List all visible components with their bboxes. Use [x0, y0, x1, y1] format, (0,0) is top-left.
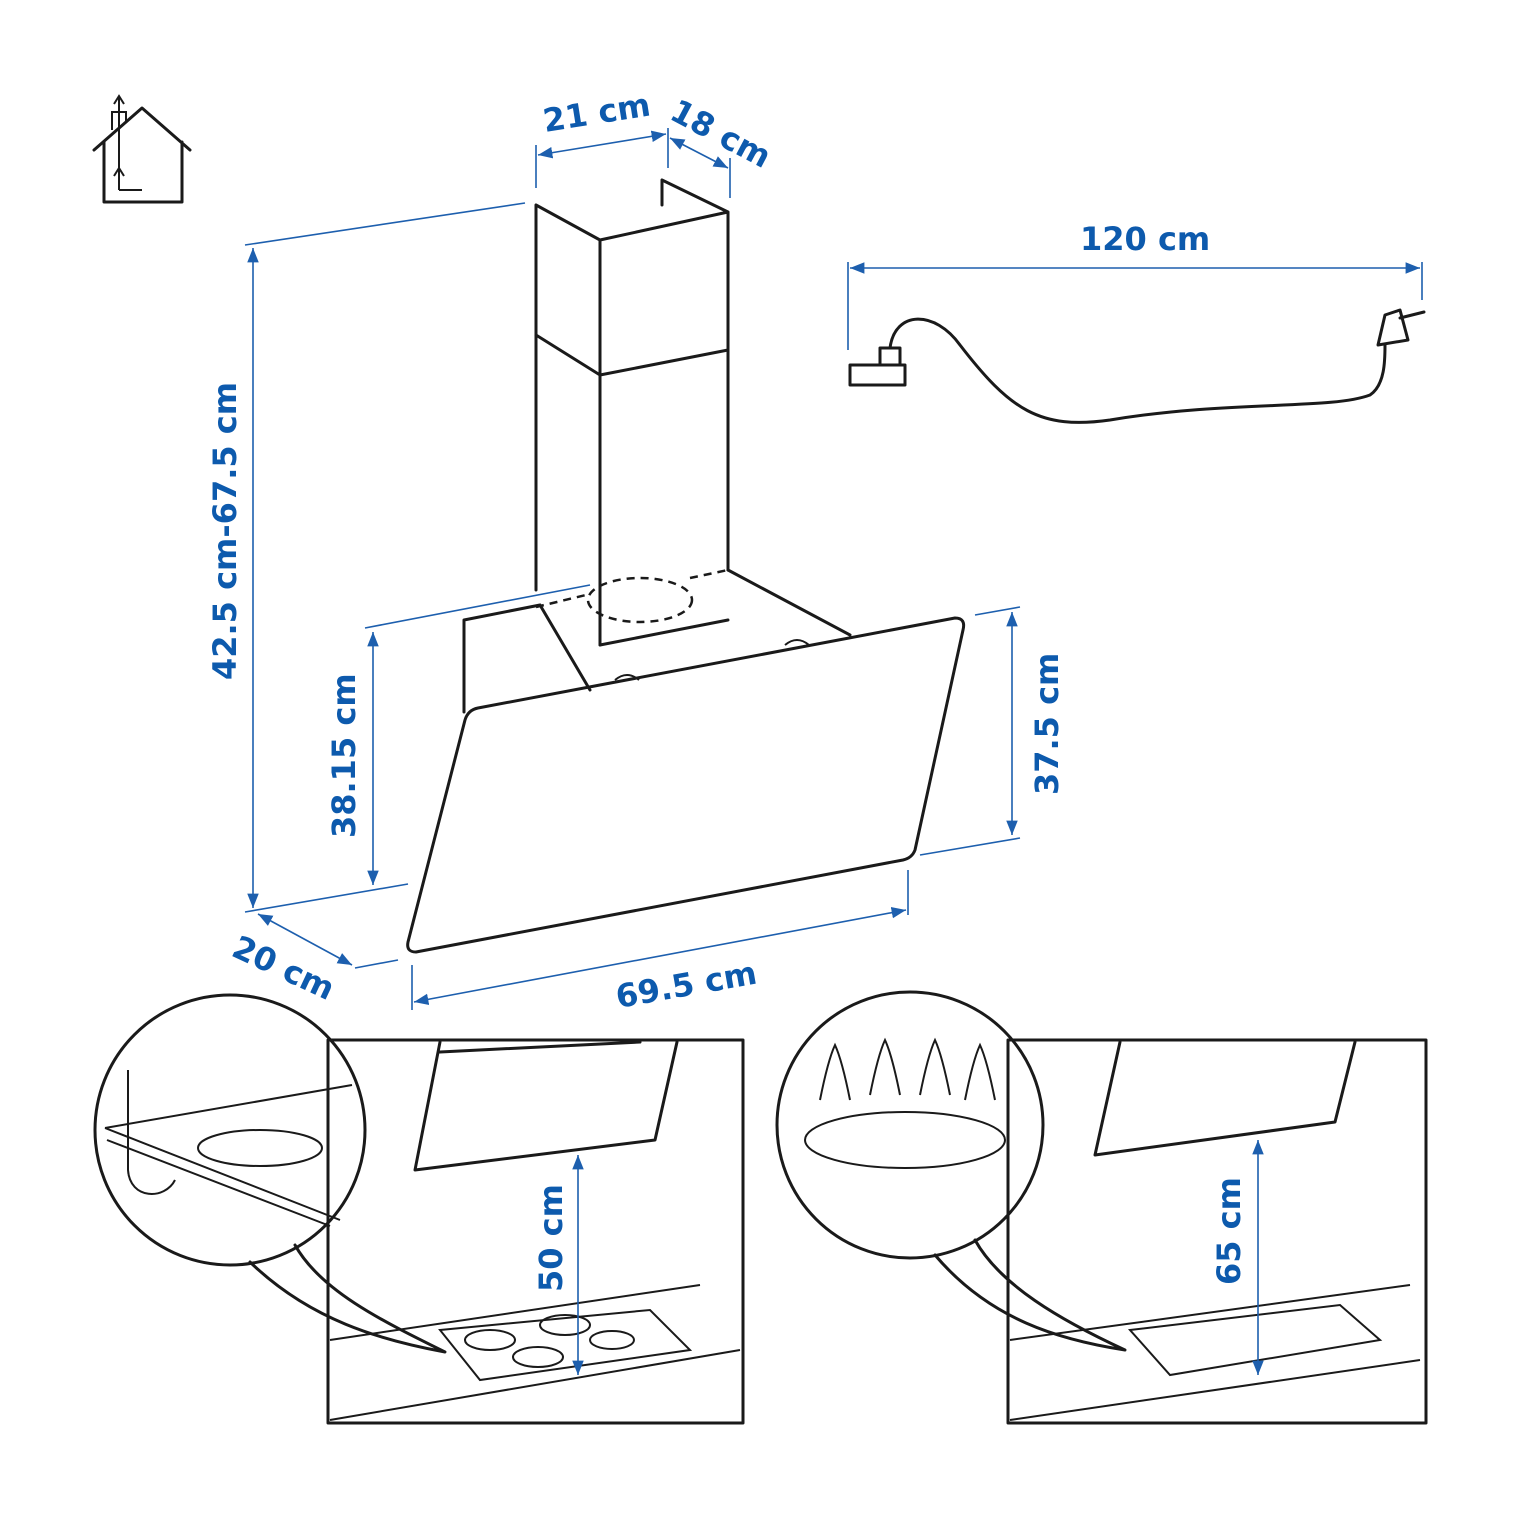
min-height-gas-label: 65 cm — [1210, 1177, 1248, 1285]
body-height-left-label: 38.15 cm — [325, 673, 363, 838]
body-height-right-label: 37.5 cm — [1028, 653, 1066, 795]
house-chimney-vent-icon — [92, 94, 192, 204]
gas-hob-panel: 65 cm — [775, 990, 1428, 1425]
width-label: 69.5 cm — [613, 954, 760, 1016]
chimney — [534, 178, 730, 647]
electric-hob-panel: 50 cm — [93, 993, 745, 1425]
min-height-electric-label: 50 cm — [532, 1184, 570, 1292]
chimney-width-label: 21 cm — [540, 85, 653, 139]
chimney-depth-label: 18 cm — [664, 92, 777, 176]
total-height-label: 42.5 cm-67.5 cm — [206, 382, 244, 680]
dimension-lines — [244, 128, 1423, 1010]
power-cable — [848, 308, 1426, 424]
cable-length-label: 120 cm — [1080, 220, 1210, 258]
hood-body — [406, 568, 966, 954]
